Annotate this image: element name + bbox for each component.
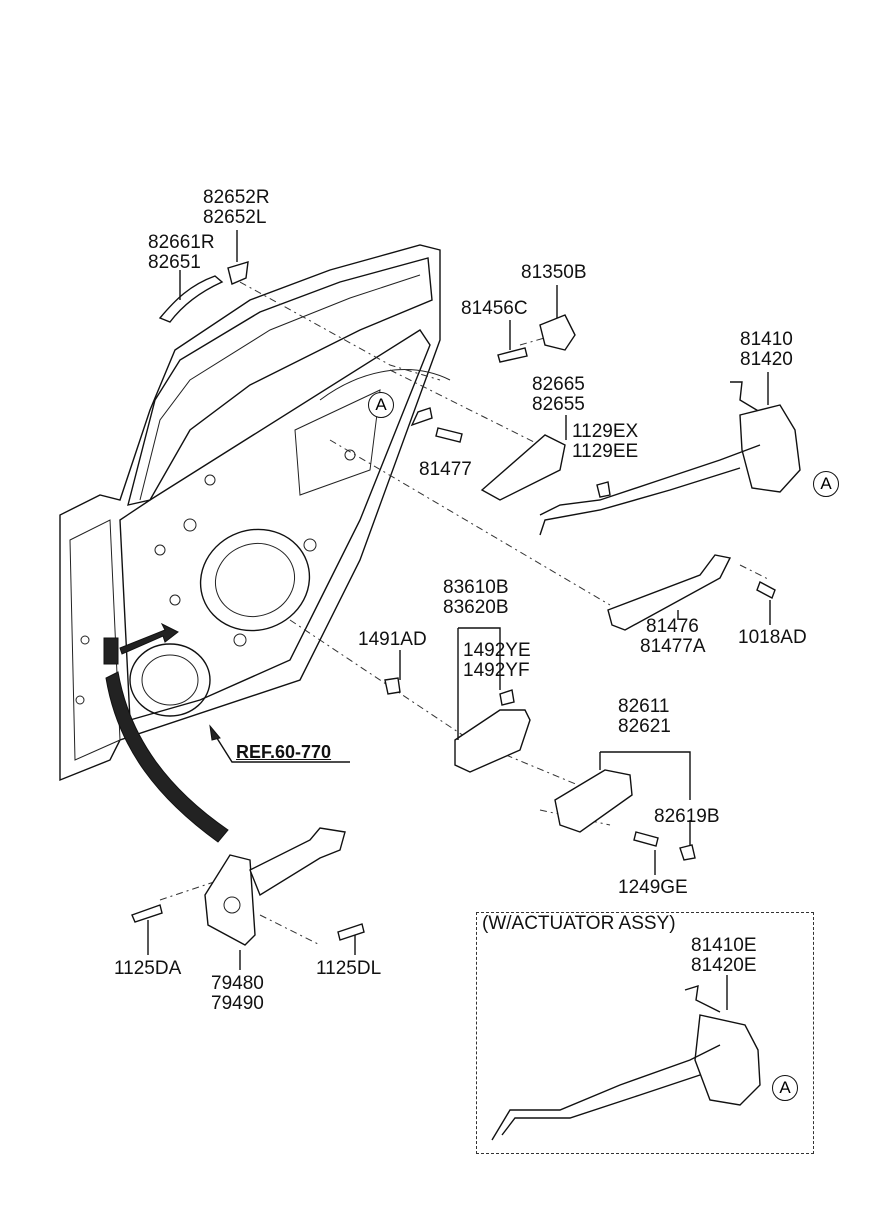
part-number: 1249GE bbox=[618, 877, 688, 898]
part-number: 82611 bbox=[618, 696, 670, 717]
part-number: 1492YF bbox=[463, 660, 530, 681]
part-number: 81456C bbox=[461, 298, 528, 319]
part-number: 1125DA bbox=[114, 958, 182, 979]
handle-bracket bbox=[480, 434, 566, 501]
actuator-box-title: (W/ACTUATOR ASSY) bbox=[482, 913, 676, 934]
part-number: 83620B bbox=[443, 597, 509, 618]
part-number: 1492YE bbox=[463, 640, 531, 661]
door-panel bbox=[59, 244, 451, 782]
cap-82619b bbox=[679, 844, 696, 861]
part-number: 81476 bbox=[646, 616, 699, 637]
part-number: 82651 bbox=[148, 252, 201, 273]
latch-assy bbox=[539, 381, 801, 536]
bracket-plate bbox=[410, 407, 433, 427]
part-number: 1491AD bbox=[358, 629, 427, 650]
bolt-81477 bbox=[435, 427, 463, 443]
part-number: 81420 bbox=[740, 349, 793, 370]
ref-arrow bbox=[214, 734, 350, 763]
bolt-1018ad bbox=[756, 581, 776, 599]
clip-1492 bbox=[499, 689, 515, 706]
small-arrow bbox=[119, 622, 179, 655]
part-number: 82619B bbox=[654, 806, 720, 827]
part-number: 82652L bbox=[203, 207, 267, 228]
part-number: 82652R bbox=[203, 187, 270, 208]
nut-1491ad bbox=[384, 677, 401, 695]
actuator-assy-box bbox=[476, 912, 814, 1154]
inside-handle bbox=[554, 769, 633, 833]
part-number: 1129EX bbox=[572, 421, 639, 442]
part-number: 82621 bbox=[618, 716, 671, 737]
bolt-1125da bbox=[131, 904, 163, 923]
part-number: 82655 bbox=[532, 394, 585, 415]
handle-cover bbox=[227, 261, 249, 285]
door-checker bbox=[204, 827, 346, 946]
part-number: 82661R bbox=[148, 232, 215, 253]
part-number: 83610B bbox=[443, 577, 509, 598]
part-number: 79480 bbox=[211, 973, 264, 994]
part-number: 81477 bbox=[419, 459, 472, 480]
cable-bracket bbox=[607, 554, 732, 631]
screw-1129 bbox=[596, 481, 611, 498]
callout-a-door: A bbox=[368, 392, 394, 418]
screw-81456c bbox=[497, 347, 528, 363]
part-number: 81477A bbox=[640, 636, 706, 657]
inside-handle-housing bbox=[454, 709, 531, 773]
part-number: 1018AD bbox=[738, 627, 807, 648]
screw-1249ge bbox=[633, 831, 659, 847]
part-number: 1129EE bbox=[572, 441, 639, 462]
callout-a-actuator: A bbox=[772, 1075, 798, 1101]
callout-a-latch: A bbox=[813, 471, 839, 497]
latch-actuator bbox=[491, 985, 761, 1141]
part-number: 81350B bbox=[521, 262, 587, 283]
part-number: 1125DL bbox=[316, 958, 382, 979]
part-number: 81420E bbox=[691, 955, 757, 976]
part-number: 81410E bbox=[691, 935, 757, 956]
part-number: 79490 bbox=[211, 993, 264, 1014]
bolt-1125dl bbox=[337, 923, 365, 941]
checker-location-arrow bbox=[105, 671, 229, 843]
part-number: 82665 bbox=[532, 374, 585, 395]
reference-label: REF.60-770 bbox=[236, 742, 332, 762]
outside-handle bbox=[158, 275, 224, 323]
striker bbox=[539, 314, 576, 351]
part-number: 81410 bbox=[740, 329, 793, 350]
